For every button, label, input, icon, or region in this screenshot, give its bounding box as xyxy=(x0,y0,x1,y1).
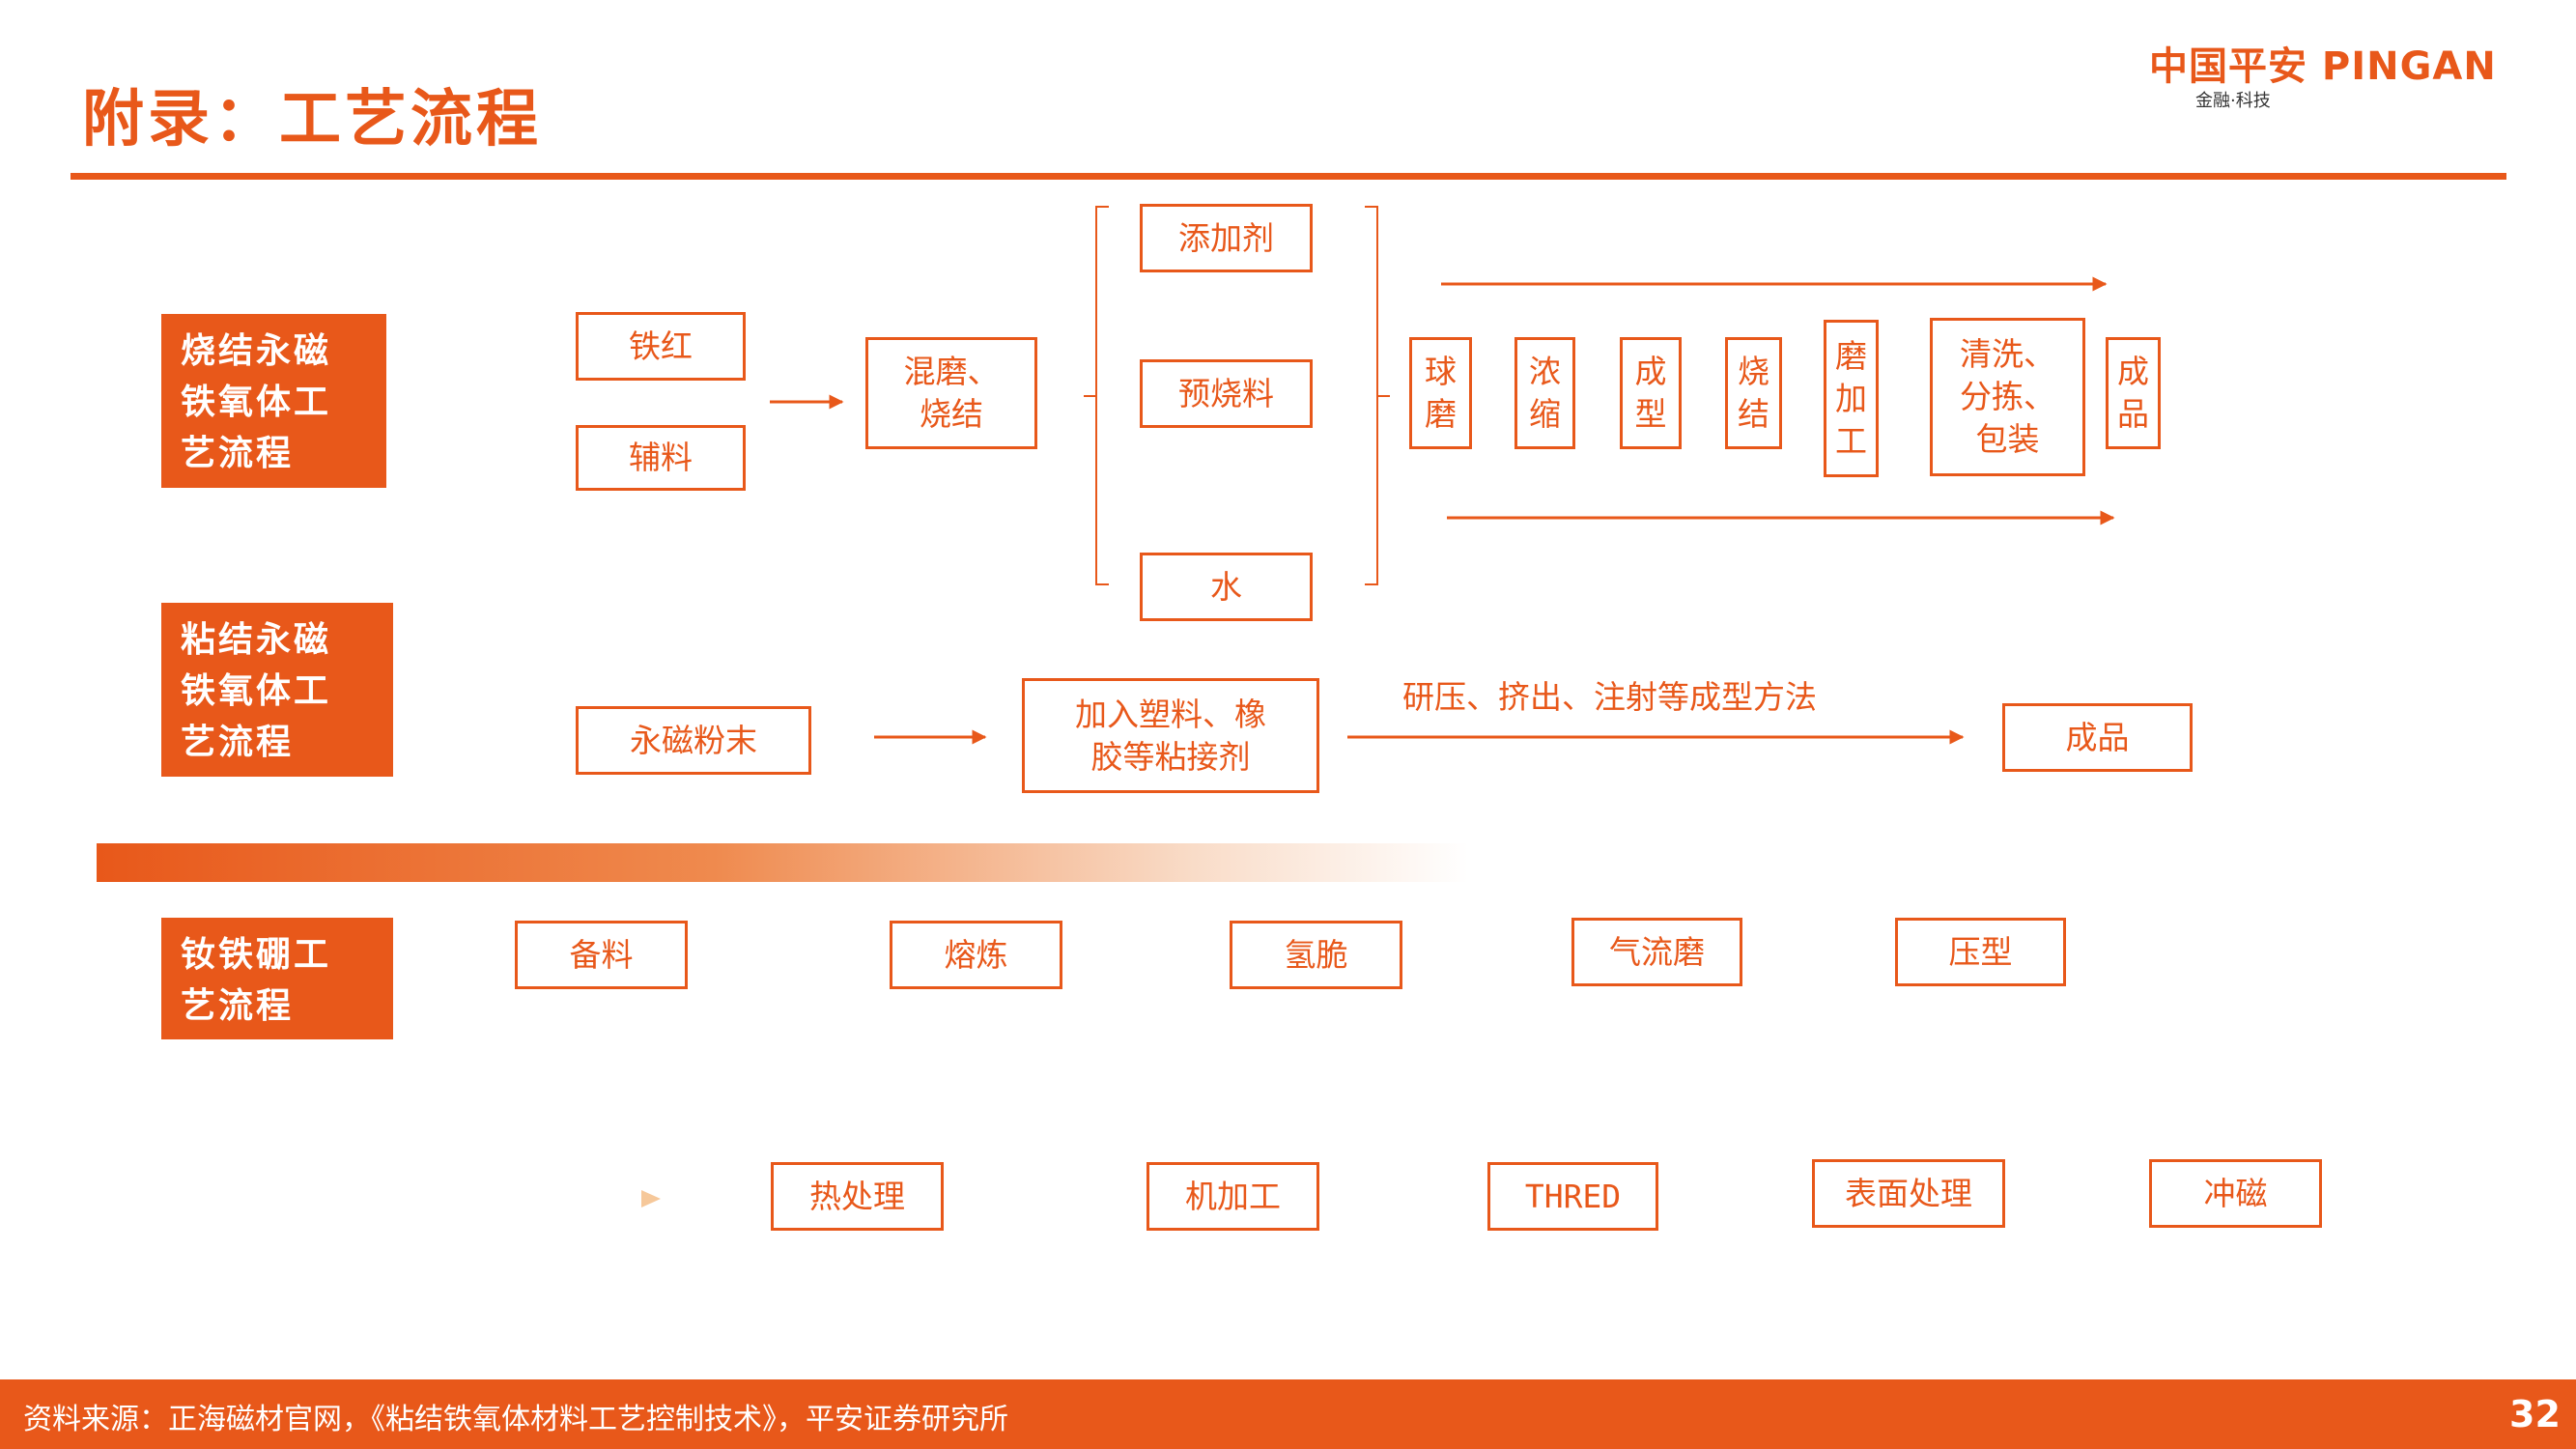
add-plastic-1: 加入塑料、橡 xyxy=(1075,695,1266,733)
mix-line-2: 烧结 xyxy=(920,395,983,433)
forming-2: 型 xyxy=(1634,395,1667,433)
box-machining: 磨 加 工 xyxy=(1824,320,1879,477)
section-divider-gradient xyxy=(97,843,1468,882)
box-hydrogen-decrepitation: 氢脆 xyxy=(1230,921,1402,989)
clean-2: 分拣、 xyxy=(1960,378,2055,415)
label-ndfeb-line-2: 艺流程 xyxy=(181,985,295,1026)
label-sintered: 烧结永磁 铁氧体工 艺流程 xyxy=(161,314,386,488)
label-sintered-line-3: 艺流程 xyxy=(181,433,295,473)
forming-1: 成 xyxy=(1634,353,1667,390)
clean-1: 清洗、 xyxy=(1960,335,2055,373)
box-clean-sort-pack: 清洗、 分拣、 包装 xyxy=(1930,318,2085,476)
label-ndfeb-line-1: 钕铁硼工 xyxy=(181,934,332,975)
label-ndfeb: 钕铁硼工 艺流程 xyxy=(161,918,393,1039)
label-bonded: 粘结永磁 铁氧体工 艺流程 xyxy=(161,603,393,777)
box-auxiliary: 辅料 xyxy=(576,425,746,491)
forming-methods-text: 研压、挤出、注射等成型方法 xyxy=(1402,678,1817,716)
label-sintered-line-2: 铁氧体工 xyxy=(181,382,332,422)
box-magnet-powder: 永磁粉末 xyxy=(576,706,811,775)
box-mix-sinter: 混磨、 烧结 xyxy=(865,337,1037,449)
box-add-plastic-binder: 加入塑料、橡 胶等粘接剂 xyxy=(1022,678,1319,793)
ball-mill-1: 球 xyxy=(1425,353,1457,390)
ndfeb-arrowhead-2 xyxy=(641,1190,661,1208)
page-number: 32 xyxy=(2509,1393,2561,1435)
sinter-1: 烧 xyxy=(1738,353,1769,390)
box-sinter: 烧 结 xyxy=(1725,337,1782,449)
box-finished-product-bonded: 成品 xyxy=(2002,703,2193,772)
pingan-logo: 中国平安 PINGAN 金融·科技 xyxy=(2149,35,2497,111)
box-material-prep: 备料 xyxy=(515,921,688,989)
machining-3: 工 xyxy=(1835,421,1867,460)
mix-line-1: 混磨、 xyxy=(903,353,1000,390)
footer-bar xyxy=(0,1379,2576,1449)
clean-3: 包装 xyxy=(1975,420,2040,458)
sinter-2: 结 xyxy=(1738,395,1769,433)
box-finished-product-sintered: 成 品 xyxy=(2106,337,2161,449)
label-bonded-line-2: 铁氧体工 xyxy=(181,670,332,711)
concentrate-2: 缩 xyxy=(1529,395,1561,433)
logo-text: 中国平安 PINGAN xyxy=(2149,44,2497,89)
box-heat-treatment: 热处理 xyxy=(771,1162,944,1231)
logo-subtitle: 金融·科技 xyxy=(2195,91,2271,111)
box-iron-red: 铁红 xyxy=(576,312,746,381)
box-magnetizing: 冲磁 xyxy=(2149,1159,2322,1228)
right-bracket xyxy=(1365,206,1378,585)
box-water: 水 xyxy=(1140,553,1313,621)
box-machining-ndfeb: 机加工 xyxy=(1146,1162,1319,1231)
box-ball-mill: 球 磨 xyxy=(1409,337,1472,449)
label-bonded-line-3: 艺流程 xyxy=(181,722,295,762)
header-divider xyxy=(71,173,2506,180)
add-plastic-2: 胶等粘接剂 xyxy=(1090,737,1251,776)
product-1: 成 xyxy=(2117,353,2149,390)
left-bracket xyxy=(1095,206,1109,585)
concentrate-1: 浓 xyxy=(1529,353,1561,390)
box-forming: 成 型 xyxy=(1620,337,1682,449)
box-thred: THRED xyxy=(1487,1162,1658,1231)
box-smelting: 熔炼 xyxy=(890,921,1062,989)
machining-1: 磨 xyxy=(1835,336,1867,375)
box-pressing: 压型 xyxy=(1895,918,2066,986)
product-2: 品 xyxy=(2117,395,2149,433)
box-jet-milling: 气流磨 xyxy=(1571,918,1742,986)
footer-source: 资料来源：正海磁材官网，《粘结铁氧体材料工艺控制技术》，平安证券研究所 xyxy=(23,1403,1008,1436)
box-concentrate: 浓 缩 xyxy=(1514,337,1575,449)
box-presintered: 预烧料 xyxy=(1140,359,1313,428)
machining-2: 加 xyxy=(1835,379,1867,417)
box-additive: 添加剂 xyxy=(1140,204,1313,272)
page-title: 附录：工艺流程 xyxy=(82,83,542,156)
ball-mill-2: 磨 xyxy=(1425,395,1457,433)
label-sintered-line-1: 烧结永磁 xyxy=(181,330,332,371)
label-bonded-line-1: 粘结永磁 xyxy=(181,619,332,660)
box-surface-treatment: 表面处理 xyxy=(1812,1159,2005,1228)
